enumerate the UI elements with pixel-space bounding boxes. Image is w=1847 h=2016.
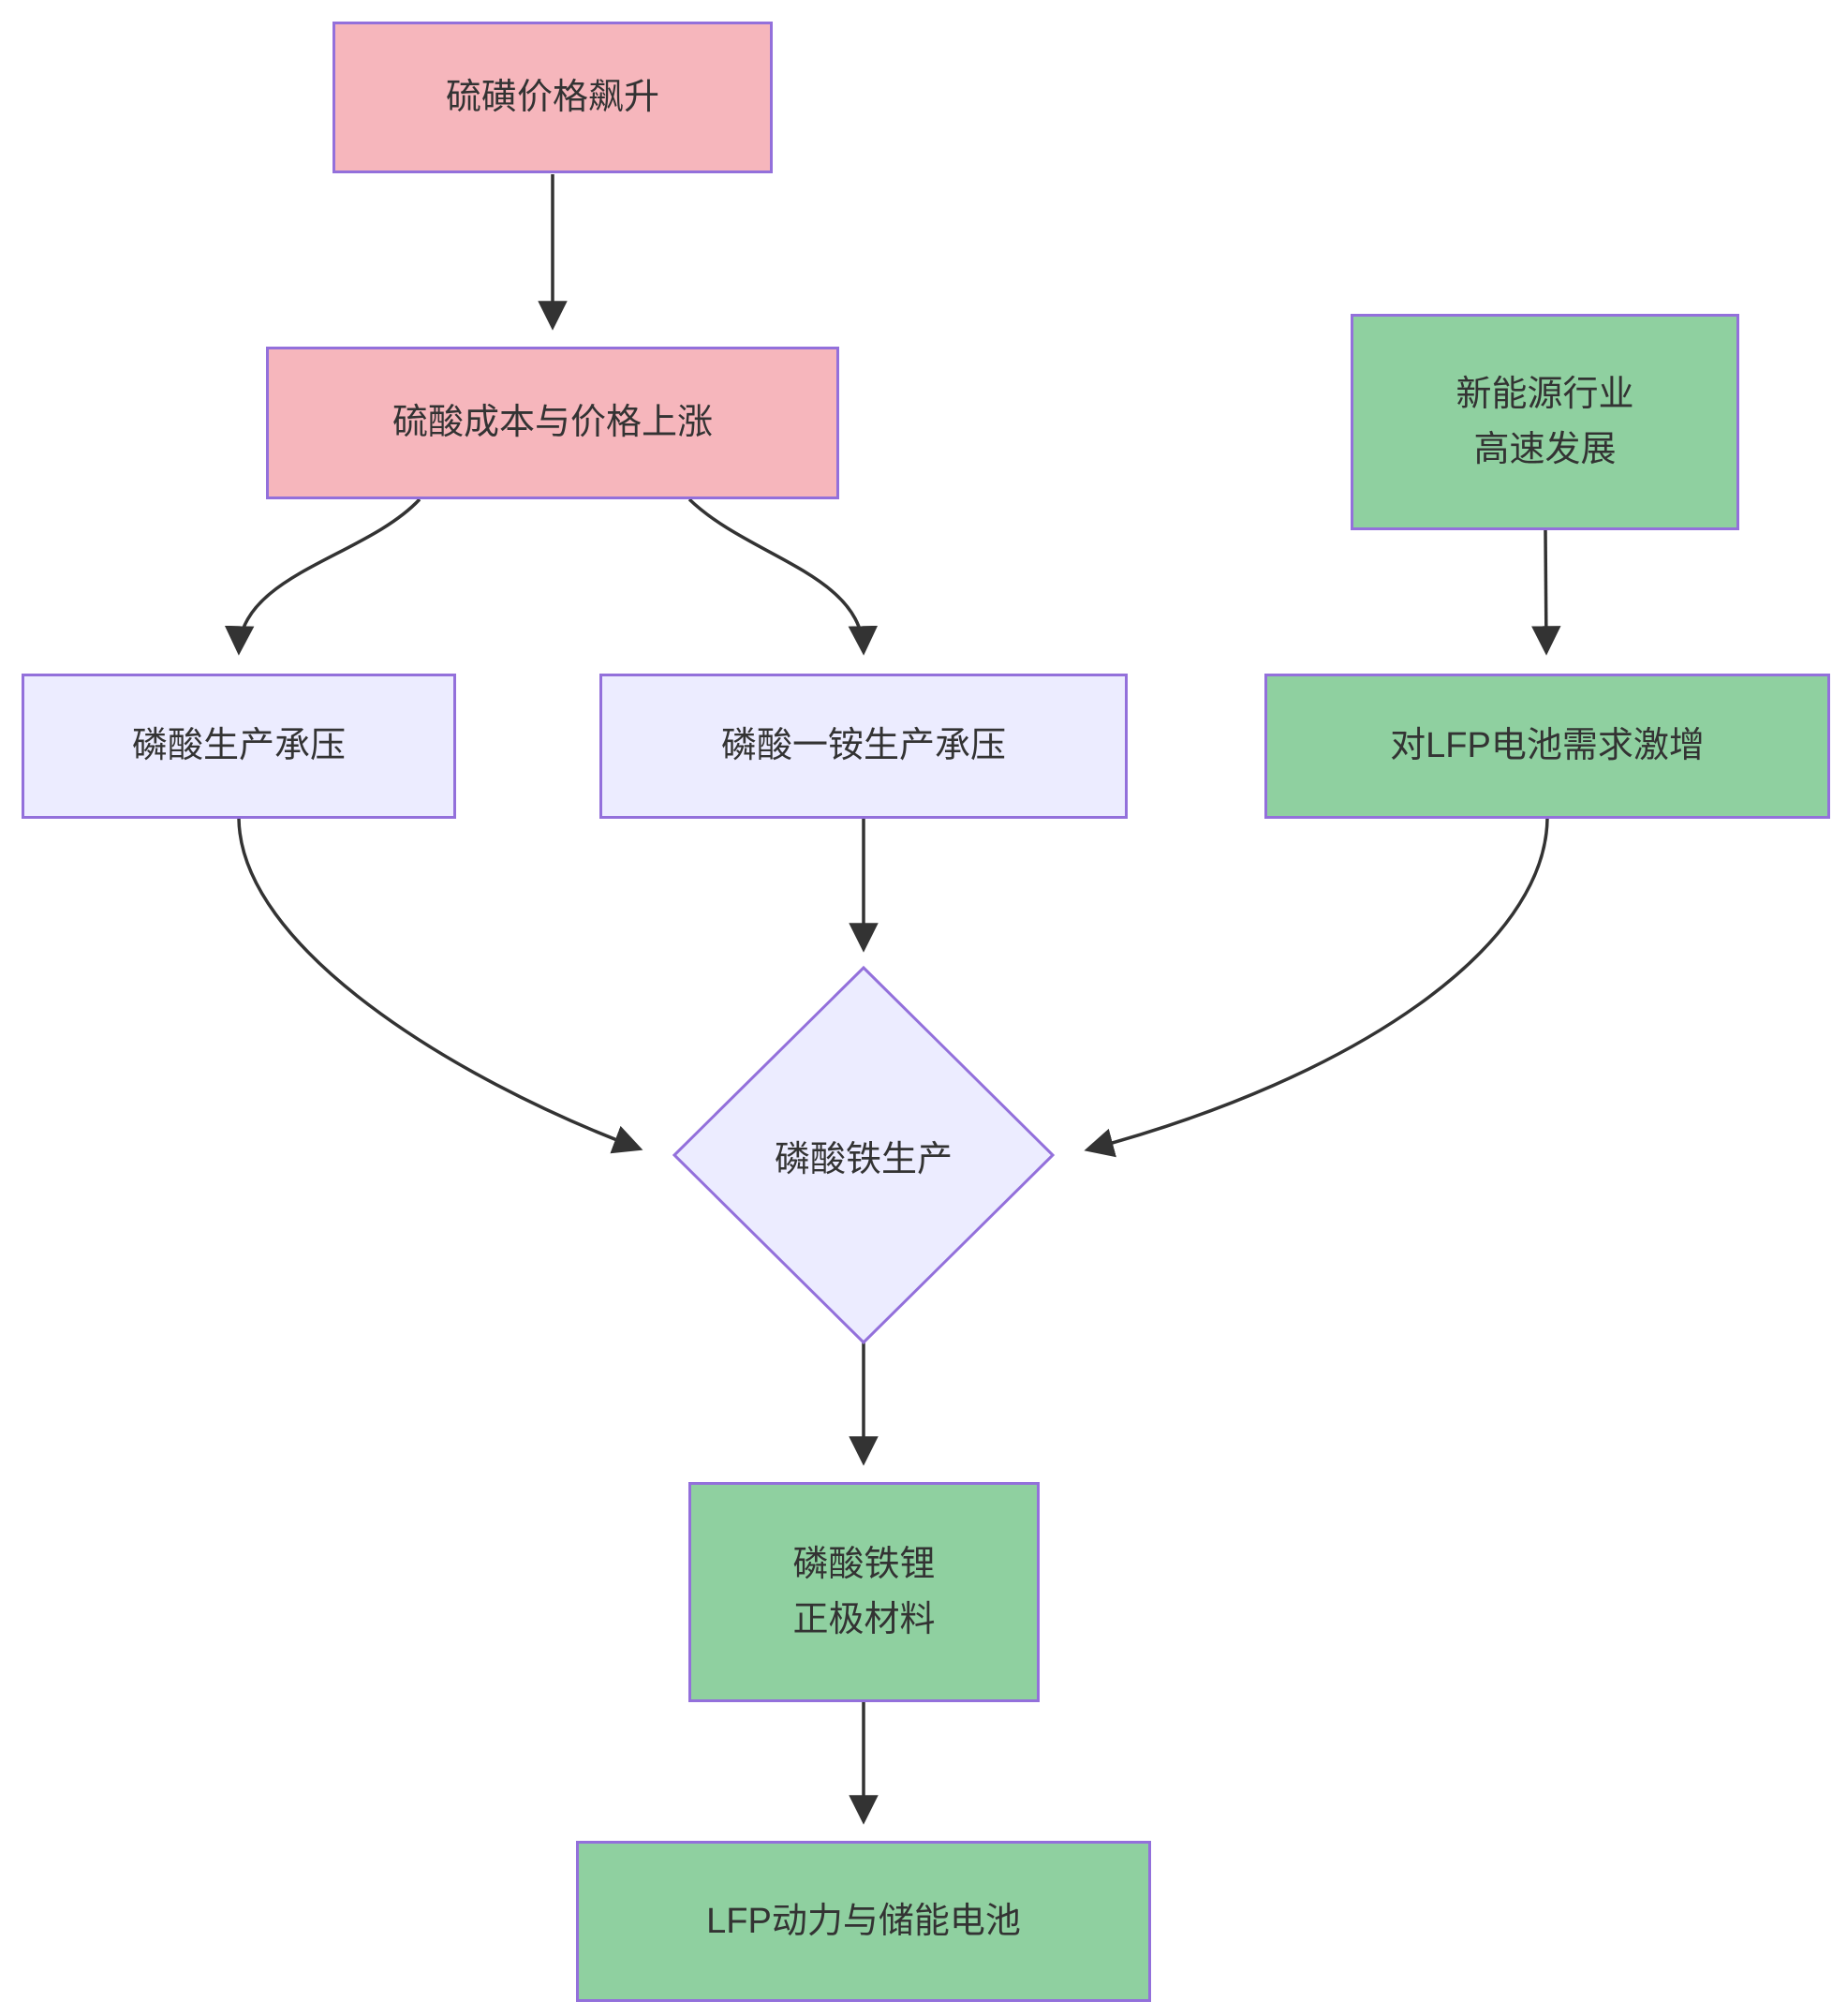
node-label: 硫磺价格飙升	[445, 77, 659, 117]
node-label-line-2: 正极材料	[792, 1599, 936, 1639]
node-map-production-pressure: 磷酸一铵生产承压	[599, 674, 1128, 819]
node-label-line-1: 磷酸铁锂	[792, 1544, 936, 1584]
node-iron-phosphate-production-label: 磷酸铁生产	[676, 1118, 1051, 1193]
node-lfp-power-storage-batteries: LFP动力与储能电池	[576, 1841, 1151, 2002]
node-phosphoric-acid-production-pressure: 磷酸生产承压	[22, 674, 456, 819]
node-label-line-2: 高速发展	[1473, 429, 1617, 469]
edge-lfp-demand-to-iron-phosphate	[1084, 818, 1549, 1158]
node-sulfur-price-surge: 硫磺价格飙升	[332, 22, 773, 173]
node-lfp-cathode-material: 磷酸铁锂 正极材料	[688, 1482, 1040, 1702]
node-label: 磷酸生产承压	[131, 726, 346, 766]
node-label: 对LFP电池需求激增	[1390, 726, 1705, 766]
node-sulfuric-acid-cost-price-rise: 硫酸成本与价格上涨	[266, 347, 839, 499]
edge-phosphoric-acid-to-iron-phosphate	[237, 818, 643, 1154]
node-label: LFP动力与储能电池	[706, 1901, 1021, 1941]
node-new-energy-industry-rapid-growth: 新能源行业 高速发展	[1351, 314, 1739, 530]
node-label: 磷酸铁生产	[774, 1139, 953, 1179]
node-label: 硫酸成本与价格上涨	[392, 403, 713, 443]
edge-sulfuric-to-map	[687, 497, 879, 656]
edge-sulfuric-to-phosphoric-acid	[224, 497, 421, 656]
node-iron-phosphate-production-shape	[672, 965, 1056, 1345]
node-lfp-battery-demand-surge: 对LFP电池需求激增	[1264, 674, 1830, 819]
edge-new-energy-to-lfp-demand	[1531, 529, 1561, 656]
node-label-line-1: 新能源行业	[1455, 374, 1634, 414]
node-label: 磷酸一铵生产承压	[720, 726, 1006, 766]
